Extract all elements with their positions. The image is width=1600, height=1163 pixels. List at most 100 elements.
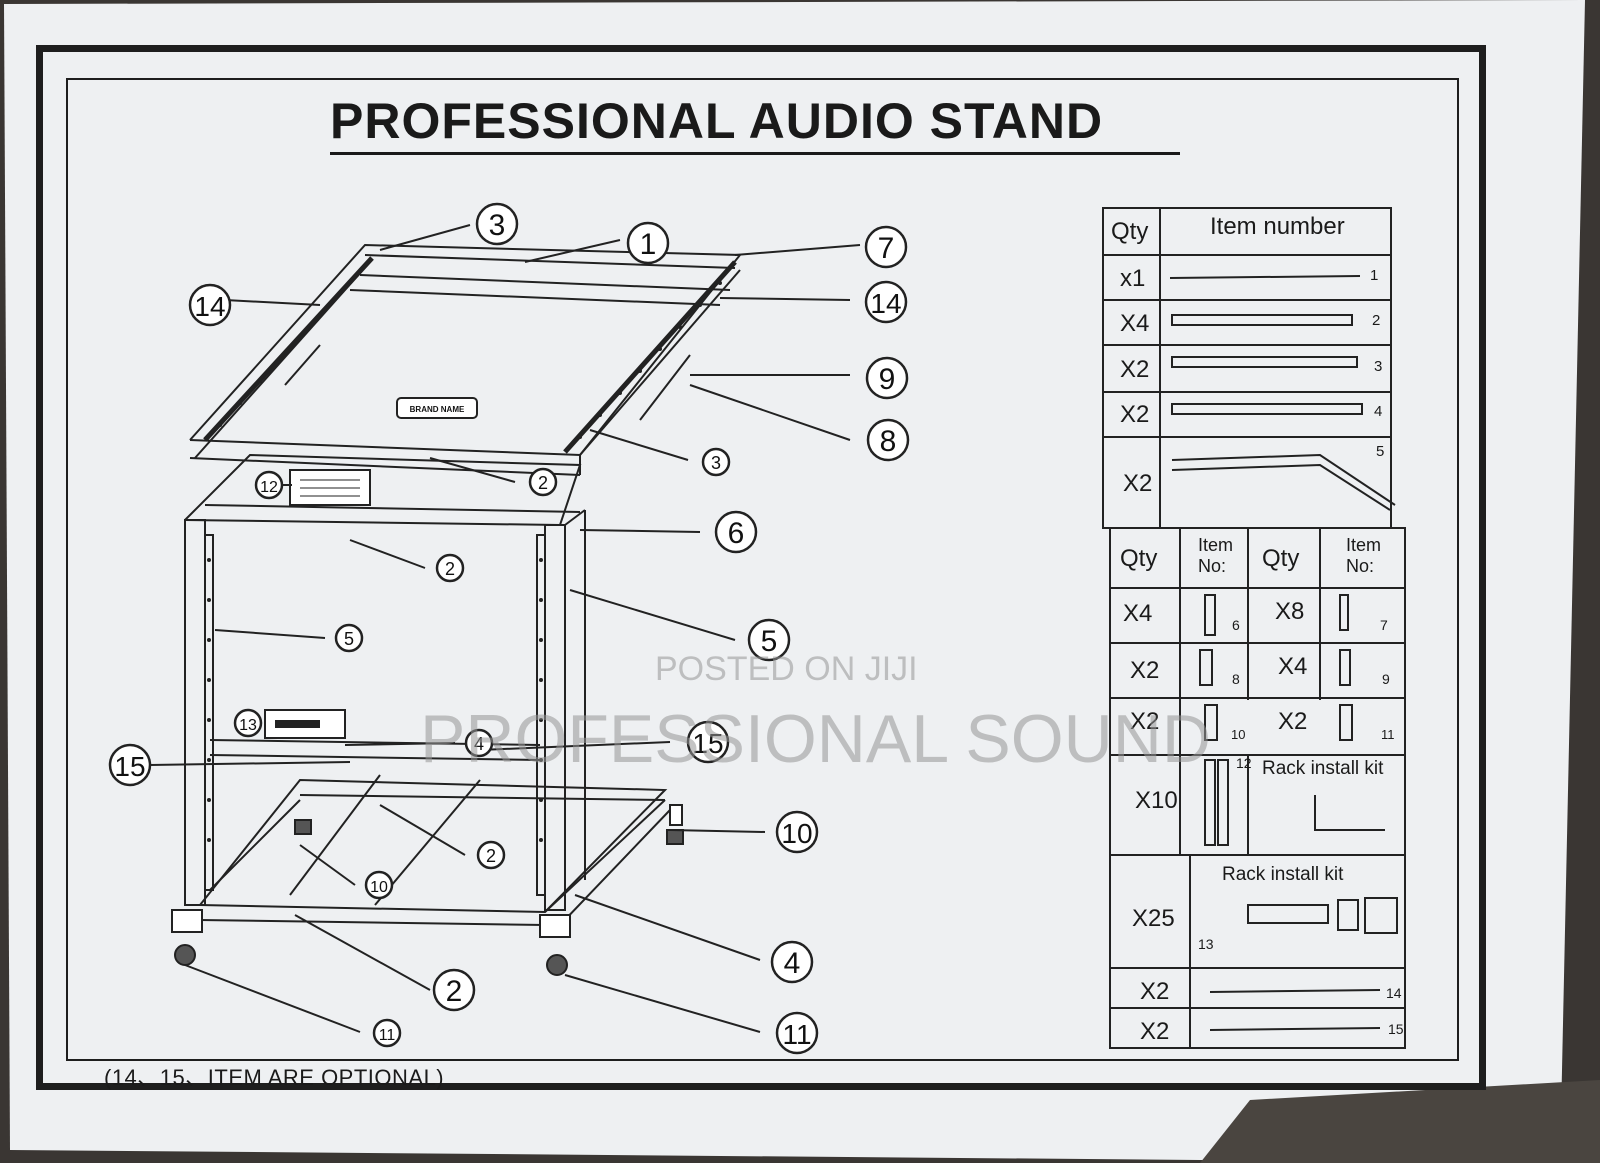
svg-text:2: 2 bbox=[445, 559, 455, 579]
svg-text:12: 12 bbox=[260, 479, 278, 496]
parts-row-qty: X2 bbox=[1123, 470, 1153, 497]
parts-row-item: 4 bbox=[1374, 403, 1383, 420]
callout-2-top bbox=[528, 467, 558, 497]
callout-2-lower bbox=[476, 840, 506, 870]
svg-text:4: 4 bbox=[474, 734, 484, 754]
svg-text:6: 6 bbox=[728, 517, 745, 550]
hardware-qty: X8 bbox=[1275, 598, 1305, 625]
outer-frame bbox=[36, 45, 1486, 1090]
title-underline bbox=[330, 152, 1180, 155]
parts-row-qty: X4 bbox=[1120, 310, 1150, 337]
tail-item: 15 bbox=[1388, 1021, 1404, 1037]
callout-3-top bbox=[475, 202, 519, 246]
callout-2-mid bbox=[435, 553, 465, 583]
watermark: POSTED ON JIJI bbox=[655, 650, 918, 688]
footnote: (14、15、ITEM ARE OPTIONAL) bbox=[104, 1065, 445, 1090]
svg-text:14: 14 bbox=[870, 288, 901, 319]
tail-item: 14 bbox=[1386, 985, 1402, 1001]
svg-text:3: 3 bbox=[711, 453, 721, 473]
svg-text:11: 11 bbox=[379, 1027, 396, 1044]
callout-11-left bbox=[372, 1018, 402, 1048]
callout-1 bbox=[626, 221, 670, 265]
svg-text:2: 2 bbox=[446, 975, 463, 1008]
hardware-item: 9 bbox=[1382, 671, 1390, 687]
svg-text:9: 9 bbox=[879, 363, 896, 396]
rack-kit-label: Rack install kit bbox=[1262, 758, 1384, 779]
page-title: PROFESSIONAL AUDIO STAND bbox=[330, 93, 1104, 149]
hardware-qty: X2 bbox=[1130, 657, 1160, 684]
hardware-item: 8 bbox=[1232, 671, 1240, 687]
tail-qty: X2 bbox=[1140, 978, 1170, 1005]
svg-text:4: 4 bbox=[784, 947, 801, 980]
kit-label: Rack install kit bbox=[1222, 864, 1344, 885]
callout-12 bbox=[254, 470, 284, 500]
svg-text:10: 10 bbox=[370, 879, 388, 896]
svg-text:13: 13 bbox=[239, 717, 257, 734]
callout-5-left bbox=[334, 623, 364, 653]
watermark: PROFESSIONAL SOUND bbox=[420, 701, 1211, 777]
hardware-header-item: No: bbox=[1198, 556, 1227, 576]
kit-qty: X25 bbox=[1132, 905, 1175, 932]
callout-10-right bbox=[775, 810, 819, 854]
svg-text:10: 10 bbox=[781, 818, 812, 849]
callout-11-right bbox=[775, 1011, 819, 1055]
rack-kit-qty: X10 bbox=[1135, 787, 1178, 814]
hardware-header-item: Item bbox=[1198, 535, 1234, 555]
hardware-header-qty: Qty bbox=[1120, 545, 1158, 572]
hardware-item: 11 bbox=[1381, 727, 1395, 742]
callout-3-mid bbox=[701, 447, 731, 477]
callout-2-bottom bbox=[432, 968, 476, 1012]
callout-9 bbox=[865, 356, 909, 400]
callout-14-left bbox=[188, 283, 232, 327]
callout-4-mid bbox=[464, 728, 494, 758]
parts-row-qty: X2 bbox=[1120, 401, 1150, 428]
callout-7 bbox=[864, 225, 908, 269]
svg-text:5: 5 bbox=[761, 625, 778, 658]
parts-row-item: 2 bbox=[1372, 312, 1381, 329]
parts-row-qty: X2 bbox=[1120, 356, 1150, 383]
tail-qty: X2 bbox=[1140, 1018, 1170, 1045]
callout-15-right bbox=[686, 720, 730, 764]
svg-text:8: 8 bbox=[880, 425, 897, 458]
parts-header-item: Item number bbox=[1210, 213, 1345, 240]
callout-10-left bbox=[364, 870, 394, 900]
svg-text:5: 5 bbox=[344, 629, 354, 649]
callout-5-right bbox=[747, 618, 791, 662]
svg-text:15: 15 bbox=[114, 751, 145, 782]
hardware-header-qty: Qty bbox=[1262, 545, 1300, 572]
rack-kit-item: 12 bbox=[1236, 755, 1252, 771]
svg-text:3: 3 bbox=[489, 209, 506, 242]
hardware-qty: X4 bbox=[1123, 600, 1153, 627]
svg-text:2: 2 bbox=[486, 846, 496, 866]
hardware-item: 10 bbox=[1231, 727, 1246, 742]
callout-15-left bbox=[108, 743, 152, 787]
hardware-qty: X2 bbox=[1130, 708, 1160, 735]
svg-text:11: 11 bbox=[782, 1019, 811, 1050]
hardware-qty: X2 bbox=[1278, 708, 1308, 735]
callout-4-bottom bbox=[770, 940, 814, 984]
svg-text:15: 15 bbox=[692, 728, 723, 759]
hardware-item: 6 bbox=[1232, 617, 1240, 633]
brand-plate bbox=[396, 397, 478, 419]
parts-header-qty: Qty bbox=[1111, 218, 1149, 245]
parts-row-item: 1 bbox=[1370, 267, 1379, 284]
hardware-qty: X4 bbox=[1278, 653, 1308, 680]
callout-14-right bbox=[864, 280, 908, 324]
svg-text:14: 14 bbox=[194, 291, 225, 322]
parts-row-item: 5 bbox=[1376, 443, 1385, 460]
brand-plate-label: BRAND NAME bbox=[410, 405, 465, 414]
hardware-table bbox=[1109, 527, 1406, 1049]
inner-frame bbox=[66, 78, 1459, 1061]
callout-8 bbox=[866, 418, 910, 462]
hardware-header-item: No: bbox=[1346, 556, 1375, 576]
svg-text:7: 7 bbox=[878, 232, 895, 265]
hardware-header-item: Item bbox=[1346, 535, 1382, 555]
svg-text:2: 2 bbox=[538, 473, 548, 493]
callout-6 bbox=[714, 510, 758, 554]
parts-row-item: 3 bbox=[1374, 358, 1383, 375]
kit-item: 13 bbox=[1198, 936, 1214, 952]
hardware-item: 7 bbox=[1380, 617, 1388, 633]
parts-row-qty: x1 bbox=[1120, 265, 1146, 292]
